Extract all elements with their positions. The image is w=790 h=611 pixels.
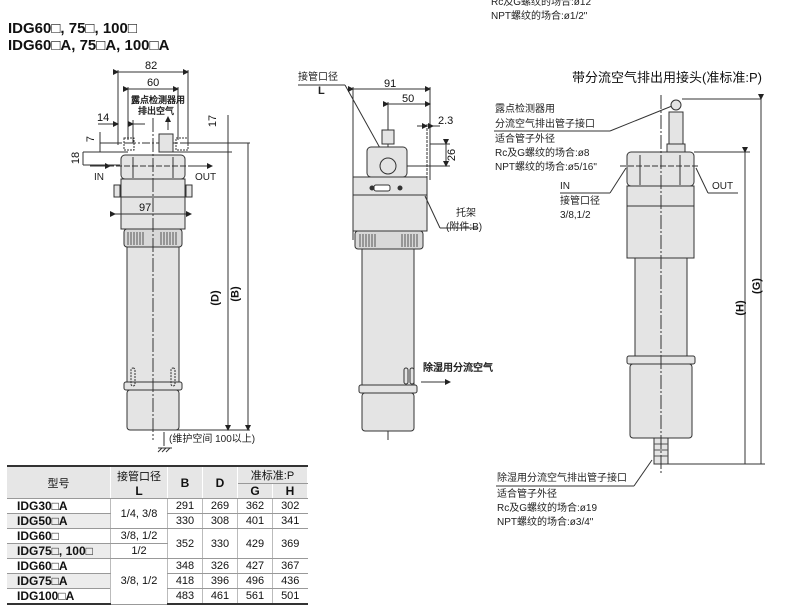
- cell-model: IDG75□, 100□: [7, 543, 111, 559]
- option-title: 带分流空气排出用接头(准标准:P): [572, 70, 762, 85]
- dimension-table: 型号 接管口径 L B D 准标准:P G H IDG30□A 1/4, 3/8…: [7, 465, 308, 605]
- cell-h: 369: [272, 528, 308, 559]
- dew-port-line-5: NPT螺纹的场合:ø5/16": [495, 162, 597, 173]
- title-line-2: IDG60□A, 75□A, 100□A: [8, 37, 170, 54]
- cell-port: 3/8, 1/2: [110, 558, 168, 605]
- cell-b: 352: [167, 528, 203, 559]
- port-symbol: L: [318, 85, 325, 97]
- cell-g: 496: [237, 573, 273, 589]
- side-view: [298, 84, 478, 440]
- dew-exhaust-label-1: 露点检测器用: [131, 95, 186, 105]
- dim-50: 50: [402, 93, 415, 105]
- cell-port: 1/4, 3/8: [110, 498, 168, 529]
- cell-d: 269: [202, 498, 238, 514]
- out-label: OUT: [195, 172, 217, 183]
- table-row: IDG100□A 483 461 561 501: [7, 588, 308, 605]
- in-port-line-1: 接管口径: [560, 196, 600, 207]
- purge-label: 除湿用分流空气: [423, 363, 493, 374]
- th-semi-standard: 准标准:P: [237, 466, 308, 484]
- dew-port-line-1: 露点检测器用: [495, 104, 555, 115]
- cell-g: 427: [237, 558, 273, 574]
- th-model: 型号: [7, 466, 111, 499]
- table-row: IDG30□A 1/4, 3/8 291 269 362 302: [7, 498, 308, 529]
- cell-b: 330: [167, 513, 203, 529]
- dim-91: 91: [384, 78, 397, 90]
- port-label: 接管口径: [298, 72, 338, 83]
- dim-B: (B): [229, 286, 242, 302]
- th-h: H: [272, 483, 308, 499]
- dim-14: 14: [97, 112, 110, 124]
- purge-port-line-4: NPT螺纹的场合:ø3/4": [497, 517, 594, 528]
- cell-model: IDG30□A: [7, 498, 111, 514]
- cell-d: 308: [202, 513, 238, 529]
- dew-port-line-2: 分流空气排出管子接口: [495, 119, 595, 130]
- title-line-1: IDG60□, 75□, 100□: [8, 20, 137, 37]
- dim-26: 26: [446, 148, 459, 162]
- cell-model: IDG75□A: [7, 573, 111, 589]
- cell-model: IDG60□A: [7, 558, 111, 574]
- dew-port-line-4: Rc及G螺纹的场合:ø8: [495, 148, 590, 159]
- th-d: D: [202, 466, 238, 499]
- table-row: IDG60□A 3/8, 1/2 348 326 427 367: [7, 558, 308, 605]
- option-in-label: IN: [560, 181, 570, 192]
- cell-d: 461: [202, 588, 238, 605]
- cell-h: 436: [272, 573, 308, 589]
- cell-model: IDG50□A: [7, 513, 111, 529]
- cell-b: 348: [167, 558, 203, 574]
- top-note-1: Rc及G螺纹的场合:ø12: [491, 0, 592, 8]
- purge-port-line-1: 除湿用分流空气排出管子接口: [497, 473, 627, 484]
- maintenance-note: (维护空间 100以上): [169, 434, 256, 445]
- dim-2-3: 2.3: [438, 115, 454, 127]
- table-row: IDG60□ 3/8, 1/2 352 330 429 369: [7, 528, 308, 559]
- cell-g: 401: [237, 513, 273, 529]
- option-view: [494, 94, 765, 487]
- cell-g: 429: [237, 528, 273, 559]
- cell-b: 483: [167, 588, 203, 605]
- cell-h: 341: [272, 513, 308, 529]
- purge-port-line-2: 适合管子外径: [497, 489, 557, 500]
- dim-18: 18: [70, 151, 83, 165]
- purge-port-line-3: Rc及G螺纹的场合:ø19: [497, 503, 598, 514]
- cell-port: 1/2: [110, 543, 168, 559]
- dew-exhaust-label-2: 排出空气: [138, 106, 175, 116]
- dew-port-line-3: 适合管子外径: [495, 134, 555, 145]
- bracket-note: (附件:B): [446, 222, 483, 233]
- cell-model: IDG100□A: [7, 588, 111, 605]
- front-view: [82, 69, 251, 453]
- cell-h: 501: [272, 588, 308, 605]
- cell-d: 396: [202, 573, 238, 589]
- in-port-line-2: 3/8,1/2: [560, 210, 591, 221]
- cell-h: 367: [272, 558, 308, 574]
- dim-17: 17: [207, 114, 220, 128]
- dim-H: (H): [734, 300, 747, 316]
- table-row: IDG75□A 418 396 496 436: [7, 573, 308, 589]
- dim-D: (D): [209, 290, 222, 306]
- th-port: 接管口径 L: [110, 466, 168, 499]
- cell-h: 302: [272, 498, 308, 514]
- table-row: IDG75□, 100□ 1/2: [7, 543, 308, 559]
- cell-port: 3/8, 1/2: [110, 528, 168, 544]
- dim-82: 82: [145, 60, 158, 72]
- cell-b: 291: [167, 498, 203, 514]
- cell-g: 561: [237, 588, 273, 605]
- th-port-label: 接管口径: [117, 470, 161, 483]
- dim-7: 7: [85, 135, 98, 143]
- cell-d: 330: [202, 528, 238, 559]
- top-note-2: NPT螺纹的场合:ø1/2": [491, 11, 588, 22]
- dim-G: (G): [750, 278, 763, 294]
- cell-d: 326: [202, 558, 238, 574]
- th-b: B: [167, 466, 203, 499]
- option-out-label: OUT: [712, 181, 734, 192]
- cell-model: IDG60□: [7, 528, 111, 544]
- table-row: IDG50□A 330 308 401 341: [7, 513, 308, 529]
- cell-g: 362: [237, 498, 273, 514]
- th-g: G: [237, 483, 273, 499]
- dim-97: 97: [139, 202, 152, 214]
- in-label: IN: [94, 172, 104, 183]
- cell-b: 418: [167, 573, 203, 589]
- th-port-symbol: L: [135, 483, 143, 498]
- bracket-label: 托架: [456, 208, 476, 219]
- dim-60: 60: [147, 77, 160, 89]
